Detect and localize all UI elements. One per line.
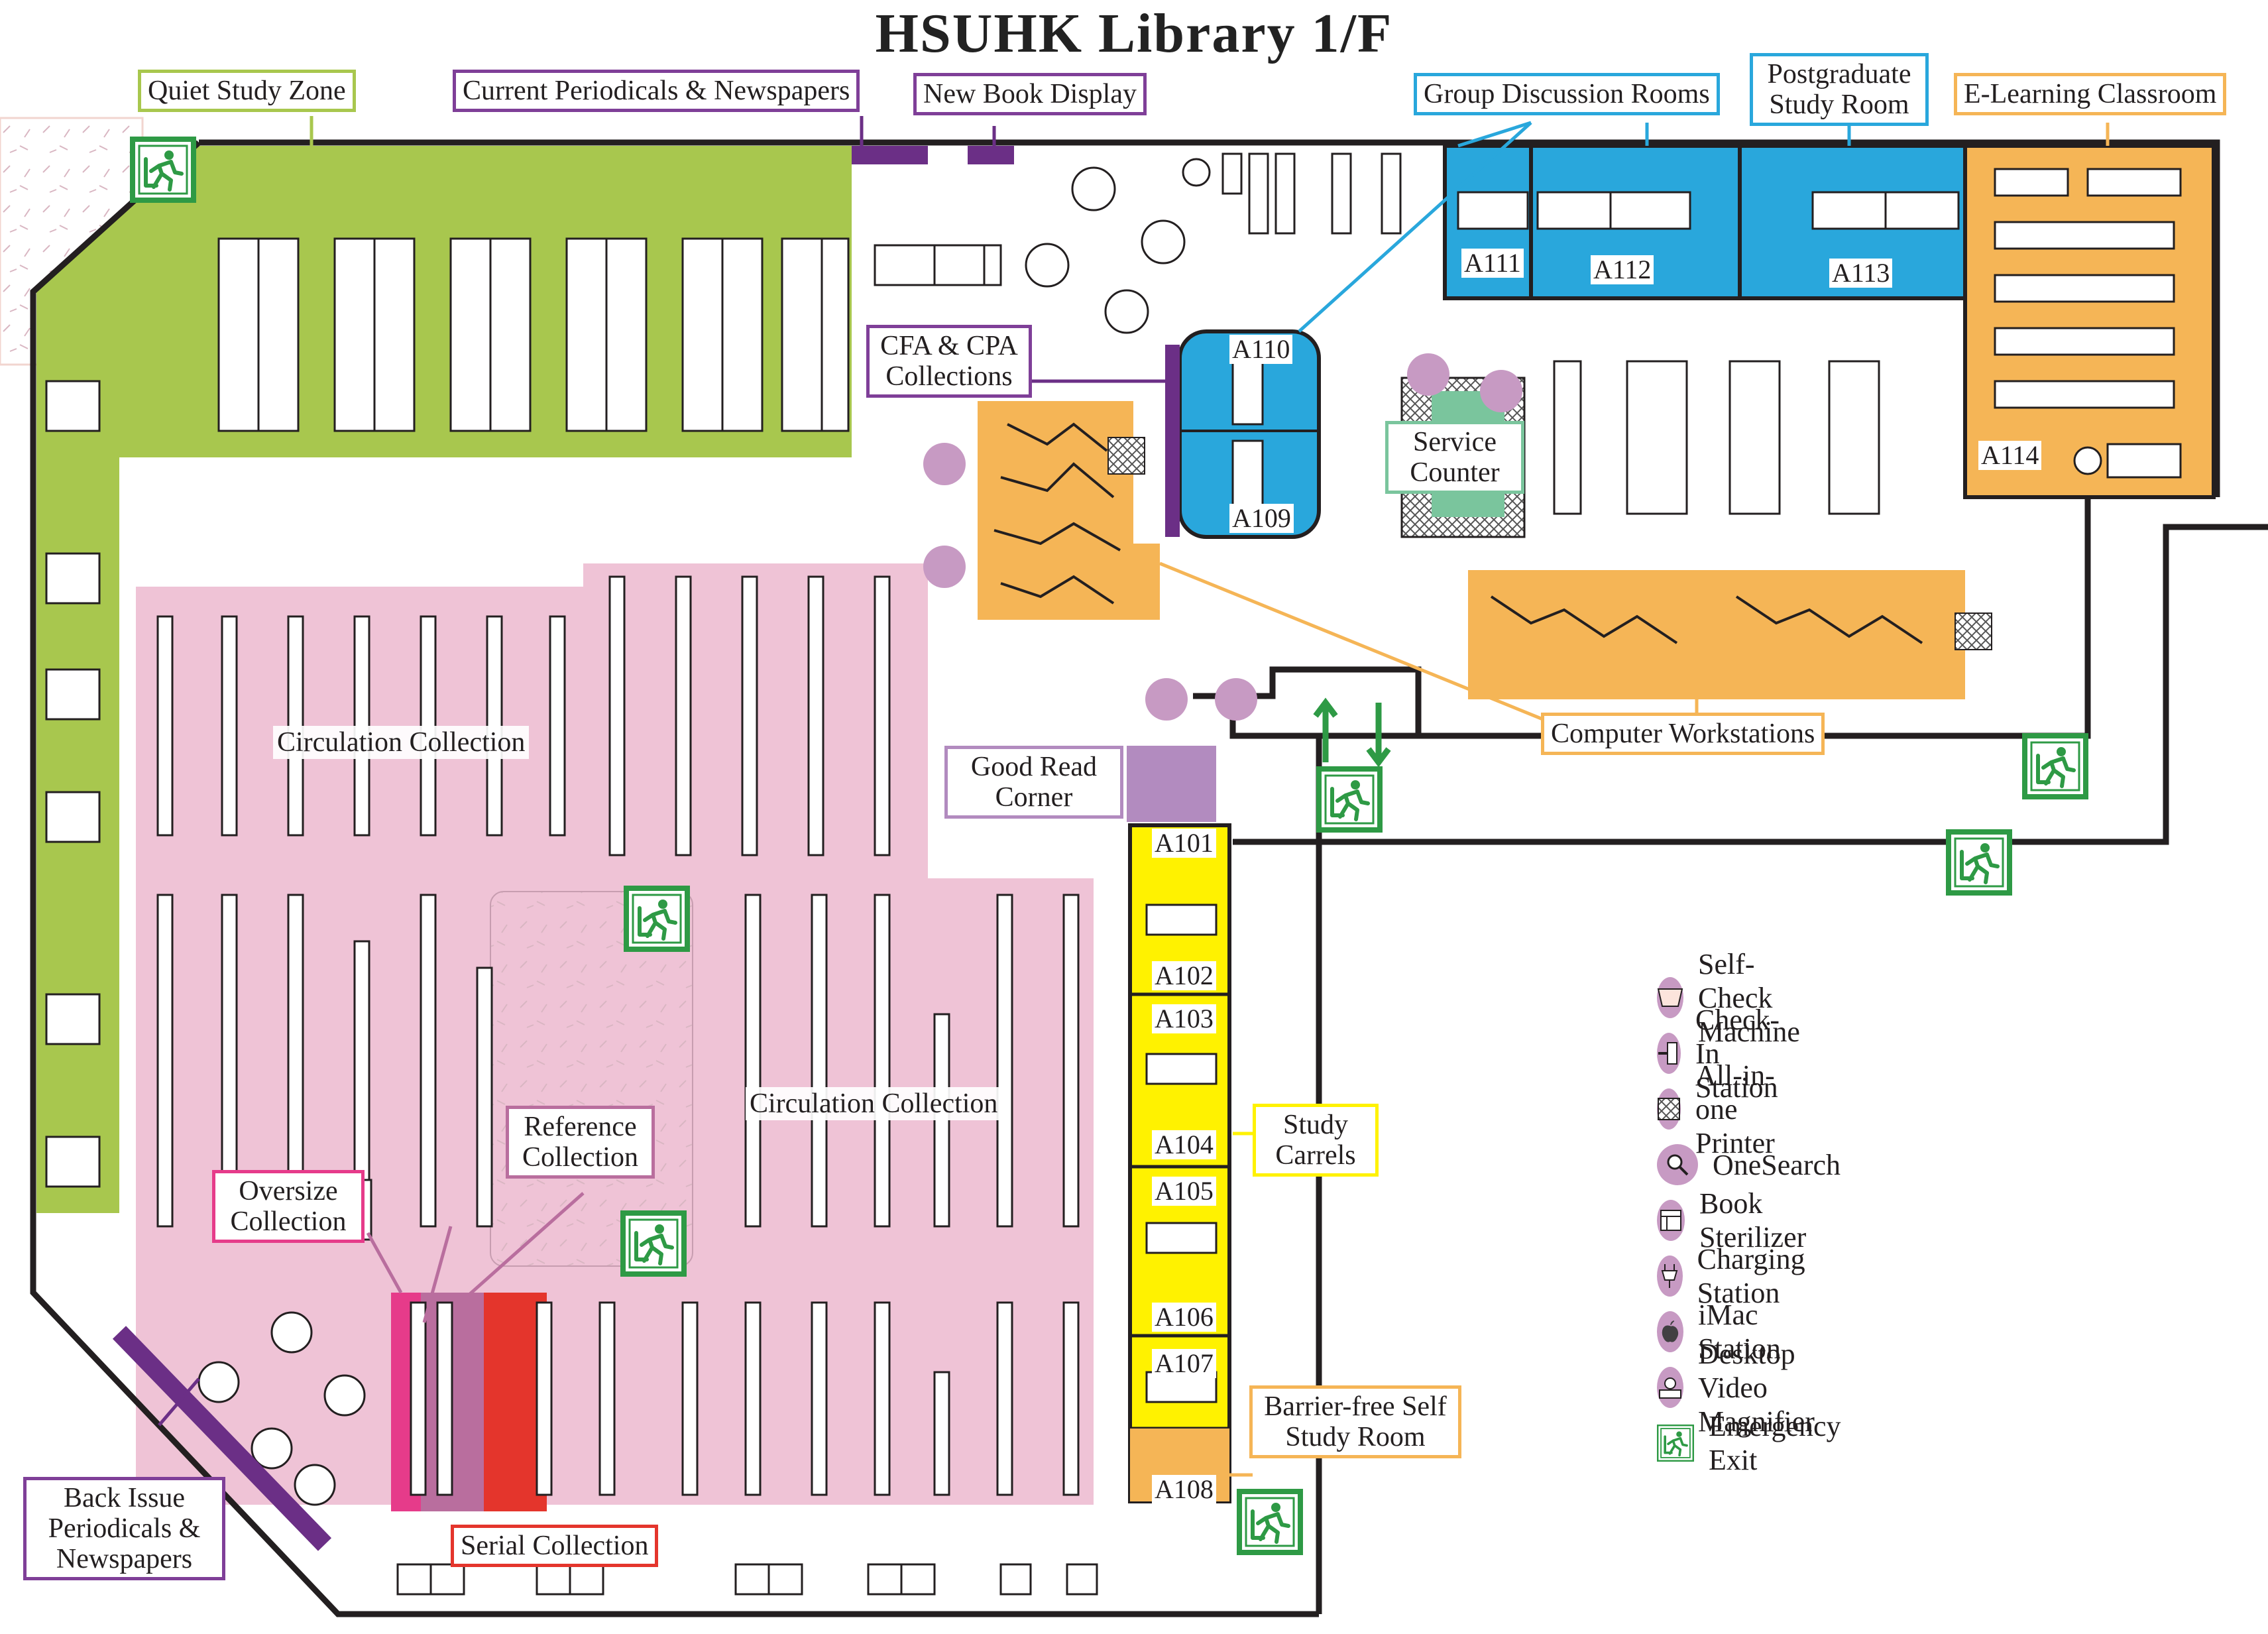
- legend-label: Charging Station: [1697, 1243, 1805, 1309]
- label-barrier-free-room: Barrier-free Self Study Room: [1249, 1385, 1461, 1458]
- room-a109: A109: [1229, 504, 1294, 533]
- desktop-video-magnifier-icon: [1657, 1367, 1683, 1408]
- room-a103: A103: [1152, 1004, 1216, 1033]
- legend-item: Self-Check Machine: [1657, 948, 1815, 1048]
- legend-item: All-in-one Printer: [1657, 1059, 1792, 1159]
- onesearch-icon: [1657, 1144, 1698, 1185]
- charging-station-icon: [1657, 1255, 1683, 1297]
- label-cfa-cpa-collections: CFA & CPA Collections: [866, 325, 1032, 398]
- label-quiet-study-zone: Quiet Study Zone: [138, 70, 356, 112]
- legend-label: All-in-one Printer: [1695, 1059, 1775, 1159]
- legend-label: Self-Check Machine: [1698, 947, 1800, 1048]
- round-tables-bottom: [198, 1311, 366, 1506]
- legend-label: Check-In Station: [1695, 1003, 1780, 1104]
- computer-workstations-right: [1468, 570, 1965, 699]
- room-a112: A112: [1591, 255, 1654, 284]
- label-group-discussion-rooms: Group Discussion Rooms: [1414, 73, 1720, 115]
- e-learning-classroom-area: [1963, 144, 2216, 499]
- emergency-exit-icon-3: [623, 1213, 684, 1274]
- label-good-read-corner: Good Read Corner: [944, 746, 1123, 819]
- legend-item: iMac Station: [1657, 1299, 1795, 1365]
- label-reference-collection: Reference Collection: [506, 1106, 655, 1179]
- legend-item: OneSearch: [1657, 1141, 1841, 1188]
- label-postgraduate-study-room: Postgraduate Study Room: [1750, 53, 1929, 126]
- room-a114: A114: [1978, 441, 2042, 470]
- label-current-periodicals: Current Periodicals & Newspapers: [453, 70, 860, 112]
- room-a101: A101: [1152, 829, 1216, 858]
- legend-label: Desktop Video Magnifier: [1698, 1337, 1815, 1438]
- legend-label: Book Sterilizer: [1699, 1187, 1807, 1254]
- label-computer-workstations: Computer Workstations: [1541, 713, 1825, 755]
- label-oversize-collection: Oversize Collection: [212, 1170, 365, 1243]
- periodicals-shelf: [852, 146, 928, 164]
- emergency-exit-icon-6: [1949, 832, 2010, 893]
- good-read-area: [1127, 746, 1216, 822]
- legend-item: Check-In Station: [1657, 1004, 1797, 1104]
- legend-item: Emergency Exit: [1657, 1410, 1845, 1476]
- self-check-machine-icon: [1657, 977, 1683, 1018]
- book-sterilizer-icon: [1657, 1200, 1685, 1241]
- room-a111: A111: [1461, 249, 1524, 278]
- room-a102: A102: [1152, 961, 1216, 990]
- legend-item: Desktop Video Magnifier: [1657, 1338, 1829, 1438]
- legend-label: iMac Station: [1698, 1299, 1781, 1365]
- legend-label: Emergency Exit: [1709, 1410, 1841, 1476]
- label-new-book-display: New Book Display: [913, 73, 1147, 115]
- room-a110: A110: [1229, 335, 1293, 364]
- label-serial-collection: Serial Collection: [451, 1525, 659, 1567]
- new-book-shelf: [968, 146, 1014, 164]
- room-a113: A113: [1829, 259, 1893, 288]
- legend-item: Charging Station: [1657, 1243, 1821, 1309]
- all-in-one-printer-icon: [1657, 1088, 1681, 1130]
- emergency-exit-icon-5: [2025, 736, 2086, 797]
- emergency-exit-icon-2: [626, 888, 687, 949]
- room-a104: A104: [1152, 1130, 1216, 1159]
- book-shelves: [156, 575, 1080, 1241]
- legend-item: Book Sterilizer: [1657, 1187, 1819, 1254]
- page-title: HSUHK Library 1/F: [875, 3, 1393, 64]
- emergency-exit-icon-7: [1239, 1491, 1300, 1552]
- label-study-carrels: Study Carrels: [1253, 1104, 1379, 1177]
- label-e-learning-classroom: E-Learning Classroom: [1954, 73, 2227, 115]
- room-a108: A108: [1152, 1475, 1216, 1504]
- imac-station-icon: [1657, 1311, 1684, 1352]
- legend-label: OneSearch: [1713, 1148, 1841, 1181]
- room-a106: A106: [1152, 1303, 1216, 1332]
- emergency-exit-icon-1: [133, 139, 194, 200]
- check-in-station-icon: [1657, 1033, 1681, 1074]
- label-back-issue: Back Issue Periodicals & Newspapers: [23, 1477, 225, 1580]
- room-a105: A105: [1152, 1177, 1216, 1206]
- emergency-exit-icon: [1657, 1423, 1694, 1464]
- label-service-counter: Service Counter: [1385, 421, 1524, 494]
- back-issue-shelf: [112, 1326, 332, 1551]
- label-circulation-collection-2: Circulation Collection: [746, 1087, 1002, 1120]
- label-circulation-collection-1: Circulation Collection: [273, 726, 530, 759]
- room-a107: A107: [1152, 1349, 1216, 1378]
- quiet-zone-tables: [45, 237, 850, 1188]
- emergency-exit-icon-4: [1319, 769, 1380, 830]
